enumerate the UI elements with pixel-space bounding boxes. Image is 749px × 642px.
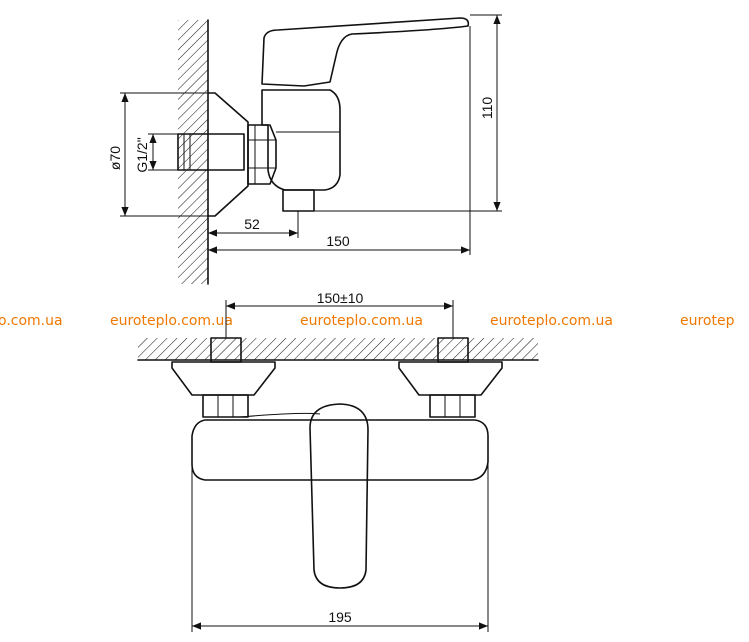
dim-thread-g12: G1/2" [134, 133, 178, 173]
dim-spacing-150: 150±10 [225, 290, 454, 338]
dim-offset-52: 52 [208, 211, 299, 238]
watermark-5: eurotep [680, 313, 735, 329]
label-diameter: ø70 [107, 146, 123, 170]
dim-height-110: 110 [314, 14, 502, 212]
watermark-2: euroteplo.com.ua [110, 313, 233, 329]
dim-width-195: 195 [191, 440, 489, 632]
side-hex-nut [247, 124, 277, 185]
watermark-3: euroteplo.com.ua [300, 313, 423, 329]
side-threaded-pipe [177, 133, 245, 171]
front-mixer-body [191, 419, 489, 481]
label-spacing: 150±10 [317, 290, 364, 306]
label-height: 110 [479, 97, 495, 120]
front-view: 150±10 195 [137, 290, 539, 632]
side-wall [178, 19, 209, 285]
watermark-row: o.com.ua euroteplo.com.ua euroteplo.com.… [0, 313, 735, 329]
side-handle-lever [261, 17, 470, 87]
side-wall-flange [207, 92, 249, 217]
label-width: 195 [328, 609, 352, 625]
side-mixer-body [261, 89, 341, 191]
front-handle-lever [309, 403, 369, 589]
dim-diameter-70: ø70 [107, 92, 208, 217]
side-view: ø70 G1/2" 110 52 150 [107, 14, 502, 285]
watermark-1: o.com.ua [0, 313, 63, 329]
watermark-4: euroteplo.com.ua [490, 313, 613, 329]
front-wall [137, 338, 539, 361]
side-spout [282, 189, 315, 212]
label-thread: G1/2" [134, 137, 150, 172]
label-offset: 52 [244, 216, 260, 232]
label-length: 150 [326, 233, 350, 249]
dim-length-150: 150 [208, 26, 471, 255]
